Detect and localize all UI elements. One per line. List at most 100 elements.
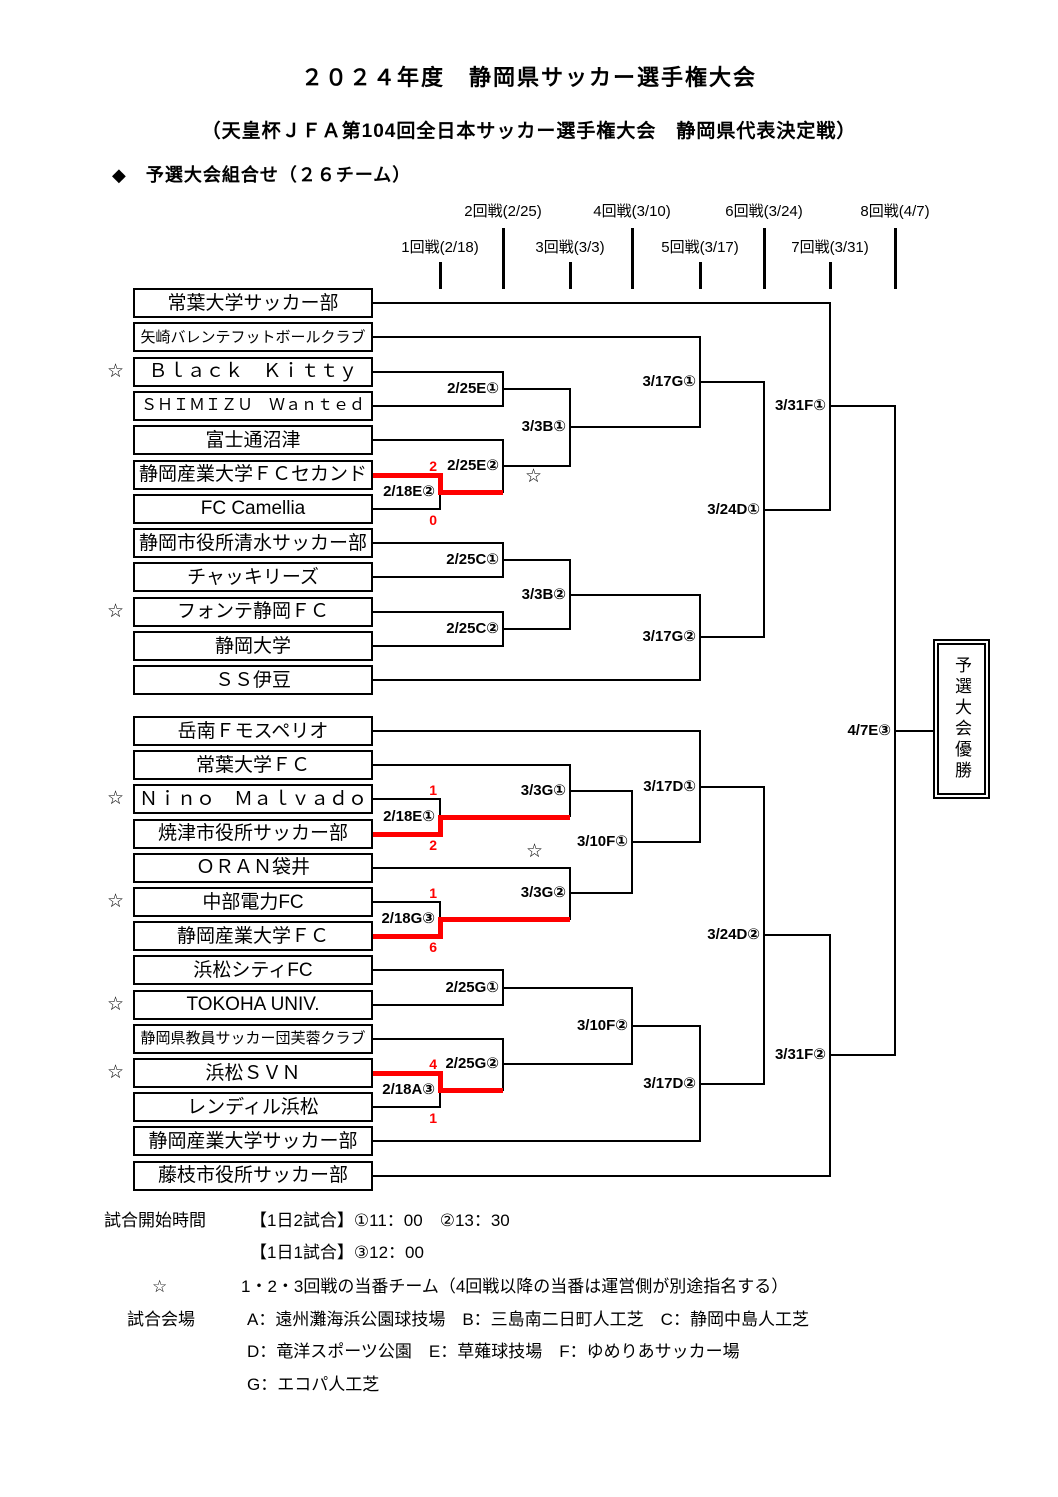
- score-bottom: 6: [429, 939, 437, 956]
- team-feed-line: [373, 730, 700, 732]
- team-name: 常葉大学サッカー部: [167, 292, 339, 314]
- team-name: レンディル浜松: [187, 1096, 319, 1118]
- team-box: 静岡産業大学サッカー部: [133, 1126, 373, 1157]
- match-label: 2/25C②: [446, 619, 499, 637]
- champion-box: 予選大会優勝: [933, 639, 990, 799]
- round-tick: [763, 228, 766, 289]
- winner-line: [632, 1024, 700, 1027]
- team-name: 静岡産業大学ＦＣセカンド: [138, 464, 367, 485]
- team-box: 常葉大学ＦＣ: [133, 750, 373, 781]
- winner-line: [700, 381, 764, 384]
- winner-line: [700, 785, 764, 788]
- team-feed-line: [373, 645, 503, 647]
- team-feed-line: [373, 1106, 440, 1109]
- team-name: 矢崎バレンテフットボールクラブ: [140, 328, 366, 346]
- winner-path-h: [438, 1088, 503, 1094]
- winner-line: [764, 934, 830, 937]
- team-name: ＯＲＡＮ袋井: [195, 857, 310, 879]
- team-feed-line: [373, 404, 503, 407]
- team-box: ＳＳ伊豆: [133, 665, 373, 696]
- note-text: A：遠州灘海浜公園球技場 B：三島南二日町人工芝 C：静岡中島人工芝: [247, 1310, 809, 1329]
- team-box: 矢崎バレンテフットボールクラブ: [133, 322, 373, 353]
- winner-line: [503, 559, 570, 562]
- round-tick: [894, 228, 897, 289]
- note-label: 試合会場: [127, 1310, 195, 1329]
- score-top: 1: [429, 885, 437, 901]
- team-feed-line: [373, 1174, 830, 1177]
- team-box: FC Camellia: [133, 493, 373, 524]
- match-label: 2/18G③: [381, 910, 435, 928]
- team-feed-line: [373, 576, 503, 579]
- team-box: 浜松シティFC: [133, 955, 373, 986]
- score-top: 2: [429, 457, 437, 474]
- team-box: フォンテ静岡ＦＣ: [133, 596, 373, 627]
- team-feed-line: [373, 336, 700, 339]
- team-name: ＳＨＩＭＩＺＵ Ｗａｎｔｅｄ: [140, 396, 365, 414]
- duty-team-star-icon: ☆: [107, 891, 125, 912]
- match-label: 3/3B②: [521, 585, 566, 603]
- match-label: 3/17G①: [642, 373, 696, 391]
- match-label: 3/24D①: [707, 500, 760, 518]
- team-box: Ｎｉｎｏ Ｍａｌｖａｄｏ: [133, 784, 373, 815]
- team-name: チャッキリーズ: [187, 566, 319, 588]
- team-name: 静岡産業大学サッカー部: [148, 1130, 358, 1152]
- team-box: 静岡産業大学ＦＣセカンド: [133, 459, 373, 490]
- round-header: 7回戦(3/31): [791, 239, 869, 256]
- team-box: レンディル浜松: [133, 1092, 373, 1123]
- note-label: 試合開始時間: [104, 1211, 206, 1230]
- winner-path-h: [373, 472, 440, 478]
- winner-line: [503, 464, 570, 467]
- note-label: ☆: [152, 1277, 168, 1296]
- winner-line: [764, 508, 830, 511]
- team-feed-line: [373, 679, 700, 682]
- team-box: TOKOHA UNIV.: [133, 989, 373, 1020]
- team-box: Ｂｌａｃｋ Ｋｉｔｔｙ: [133, 356, 373, 387]
- champion-label: 予選大会優勝: [937, 643, 986, 795]
- page-title: ２０２４年度 静岡県サッカー選手権大会: [300, 65, 757, 90]
- round-header: 6回戦(3/24): [725, 203, 803, 220]
- round-header: 5回戦(3/17): [661, 239, 739, 256]
- team-feed-line: [373, 969, 503, 972]
- team-feed-line: [373, 798, 440, 801]
- winner-path-h: [438, 489, 503, 495]
- team-feed-line: [373, 439, 503, 442]
- duty-team-star-icon: ☆: [107, 600, 125, 622]
- team-feed-line: [373, 507, 440, 510]
- match-label: 2/18A③: [382, 1081, 435, 1099]
- note-text: D：竜洋スポーツ公園 E：草薙球技場 F：ゆめりあサッカー場: [247, 1342, 740, 1361]
- duty-team-star-icon: ☆: [107, 1062, 125, 1083]
- winner-line: [700, 636, 764, 639]
- team-name: 常葉大学ＦＣ: [195, 754, 310, 776]
- team-box: 静岡大学: [133, 631, 373, 661]
- team-name: FC Camellia: [200, 498, 306, 520]
- winner-path-h: [373, 831, 440, 837]
- team-name: 富士通沼津: [205, 429, 301, 451]
- round-header: 2回戦(2/25): [464, 203, 542, 220]
- team-name: 静岡市役所清水サッカー部: [138, 532, 367, 554]
- round-header: 1回戦(2/18): [401, 239, 479, 256]
- match-label: 3/24D②: [707, 926, 760, 944]
- match-label: 3/31F②: [774, 1046, 826, 1064]
- winner-path-v: [438, 917, 443, 940]
- round-tick: [829, 262, 832, 289]
- match-label: 2/18E②: [383, 482, 435, 500]
- winner-path-v: [438, 814, 443, 837]
- winner-line: [830, 405, 895, 408]
- match-label: 2/25G①: [445, 978, 499, 996]
- winner-line: [503, 627, 570, 630]
- match-label: 3/10F①: [576, 833, 628, 851]
- winner-line: [570, 789, 632, 792]
- match-label: 2/25E②: [447, 456, 499, 474]
- match-label: 3/17D①: [643, 777, 696, 795]
- winner-line: [503, 1063, 632, 1066]
- winner-path-h: [438, 917, 570, 923]
- winner-line: [895, 729, 933, 732]
- winner-line: [570, 892, 632, 895]
- round-tick: [502, 228, 505, 289]
- round-header: 3回戦(3/3): [535, 239, 605, 256]
- match-label: 3/17G②: [642, 628, 696, 646]
- match-label: 3/3B①: [521, 418, 566, 436]
- team-feed-line: [373, 542, 503, 545]
- team-name: TOKOHA UNIV.: [186, 994, 320, 1016]
